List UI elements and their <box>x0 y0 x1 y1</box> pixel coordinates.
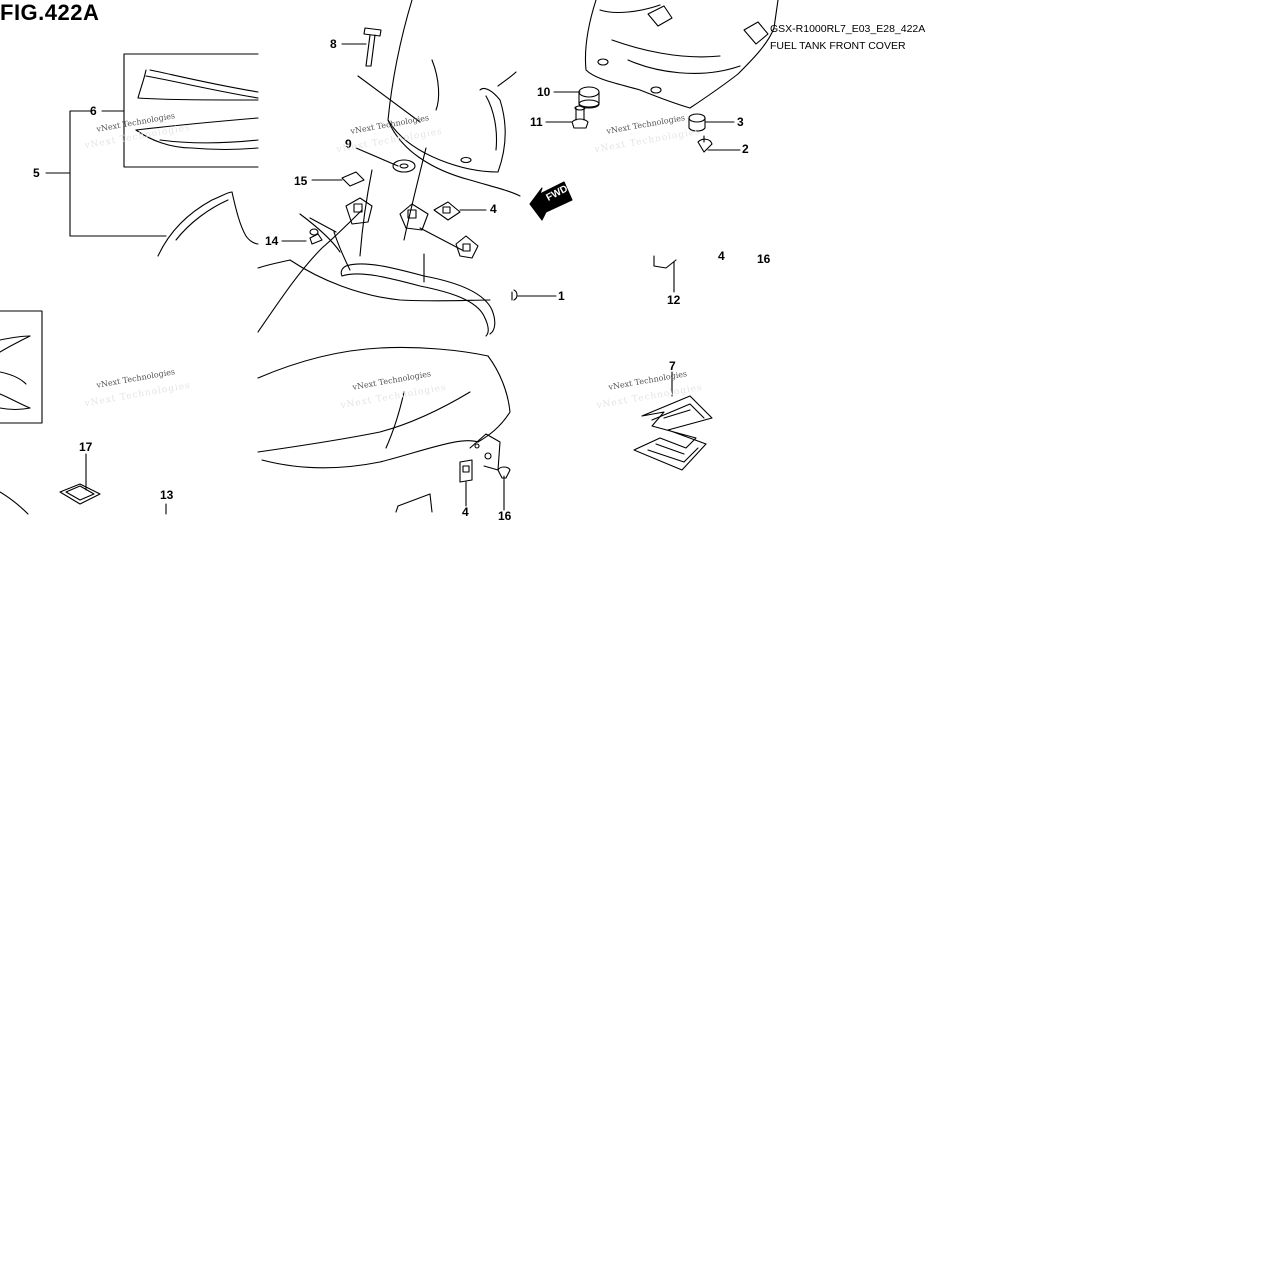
callout-5[interactable]: 5 <box>33 166 40 180</box>
callout-16-lower[interactable]: 16 <box>498 509 512 523</box>
leader-lines <box>45 43 741 515</box>
decal-inset-left <box>0 310 43 424</box>
fuel-tank-cover-shape <box>584 0 779 109</box>
left-side-cover-shape <box>157 191 259 257</box>
callout-4-right[interactable]: 4 <box>718 249 725 263</box>
small-hardware-shapes <box>309 86 713 245</box>
bolt-8-shape <box>363 27 382 67</box>
suzuki-emblem-shape <box>633 395 713 471</box>
main-cover-shape <box>257 147 511 513</box>
callout-3[interactable]: 3 <box>737 115 744 129</box>
callout-13[interactable]: 13 <box>160 488 174 502</box>
figure-title: FIG.422A <box>0 0 100 25</box>
callout-7[interactable]: 7 <box>669 359 676 373</box>
bracket-12-shape <box>653 255 677 269</box>
callout-15[interactable]: 15 <box>294 174 308 188</box>
fwd-arrow-shape <box>529 181 573 221</box>
bolt-16-shape <box>497 289 518 479</box>
figure-name: FUEL TANK FRONT COVER <box>770 40 906 52</box>
hose-shape <box>340 263 496 337</box>
callout-1[interactable]: 1 <box>558 289 565 303</box>
lower-bracket-shape <box>469 433 501 471</box>
callout-2[interactable]: 2 <box>742 142 749 156</box>
callout-17[interactable]: 17 <box>79 440 93 454</box>
callout-14[interactable]: 14 <box>265 234 279 248</box>
lower-left-arc <box>0 491 29 515</box>
callout-10[interactable]: 10 <box>537 85 551 99</box>
callout-6[interactable]: 6 <box>90 104 97 118</box>
upper-inner-panel-shape <box>387 0 521 197</box>
figure-code: GSX-R1000RL7_E03_E28_422A <box>770 23 926 35</box>
tape-17-shape <box>59 483 101 505</box>
callout-12[interactable]: 12 <box>667 293 681 307</box>
callout-8[interactable]: 8 <box>330 37 337 51</box>
callout-4-upper[interactable]: 4 <box>490 202 497 216</box>
callout-9[interactable]: 9 <box>345 137 352 151</box>
decal-inset-top <box>123 53 259 168</box>
clip-nut-shapes <box>345 197 479 483</box>
callout-16-right[interactable]: 16 <box>757 252 771 266</box>
callout-11[interactable]: 11 <box>530 115 543 129</box>
callout-4-lower[interactable]: 4 <box>462 505 469 519</box>
